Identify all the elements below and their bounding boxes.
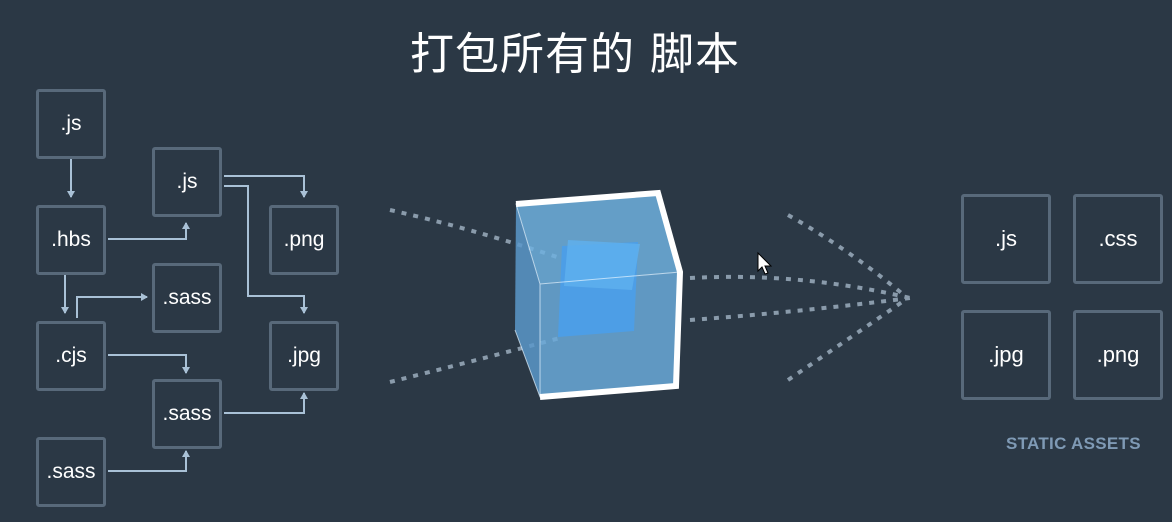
source-hbs-file: .hbs: [36, 205, 106, 275]
source-sass-file-2: .sass: [152, 263, 222, 333]
arrow-sass-to-jpg: [224, 392, 308, 414]
source-js-file-2: .js: [152, 147, 222, 217]
source-cjs-file: .cjs: [36, 321, 106, 391]
asset-jpg-file: .jpg: [961, 310, 1051, 400]
source-png-file: .png: [269, 205, 339, 275]
source-js-file: .js: [36, 89, 106, 159]
arrow-cjs-to-sass: [76, 293, 148, 318]
arrow-cjs-to-sass-2: [108, 354, 190, 374]
asset-css-file: .css: [1073, 194, 1163, 284]
arrow-js-to-png: [224, 175, 308, 198]
source-sass-file: .sass: [36, 437, 106, 507]
bundler-cube: [514, 189, 684, 400]
asset-js-file: .js: [961, 194, 1051, 284]
dependency-arrows: [61, 159, 308, 472]
mouse-cursor: [757, 251, 773, 275]
arrow-sass-to-sass: [108, 450, 190, 472]
input-flow-lines: [389, 208, 561, 384]
source-sass-file-3: .sass: [152, 379, 222, 449]
output-flow-lines: [689, 213, 911, 382]
source-jpg-file: .jpg: [269, 321, 339, 391]
page-title: 打包所有的 脚本: [410, 29, 740, 80]
arrow-hbs-to-js: [108, 222, 190, 240]
arrow-js-to-jpg: [224, 185, 308, 314]
asset-png-file: .png: [1073, 310, 1163, 400]
static-assets-caption: STATIC ASSETS: [1006, 434, 1141, 453]
